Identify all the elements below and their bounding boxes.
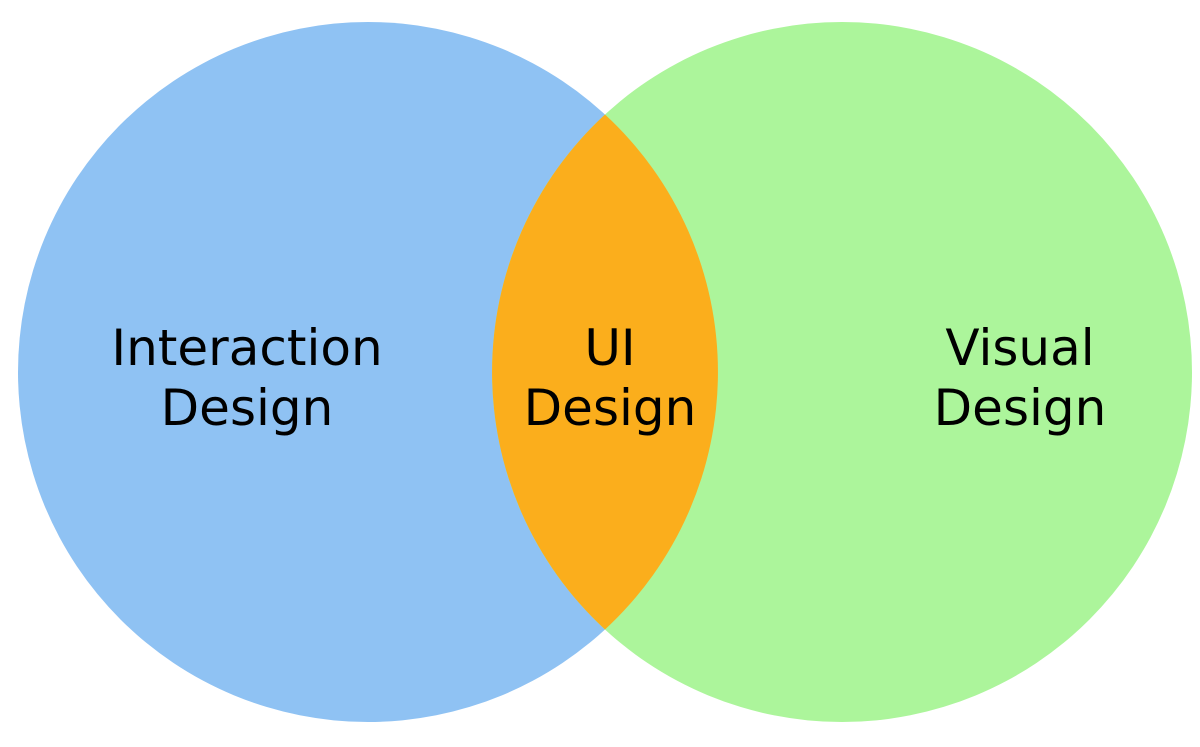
label-line: Design: [523, 379, 697, 437]
label-line: Interaction: [111, 319, 383, 377]
visual-design-label: Visual Design: [934, 318, 1107, 438]
label-line: Visual: [945, 319, 1095, 377]
interaction-design-label: Interaction Design: [111, 318, 382, 438]
label-line: UI: [584, 319, 636, 377]
label-line: Design: [933, 379, 1107, 437]
ui-design-label: UI Design: [524, 318, 697, 438]
overlap-lens: [492, 114, 718, 630]
label-line: Design: [160, 379, 334, 437]
